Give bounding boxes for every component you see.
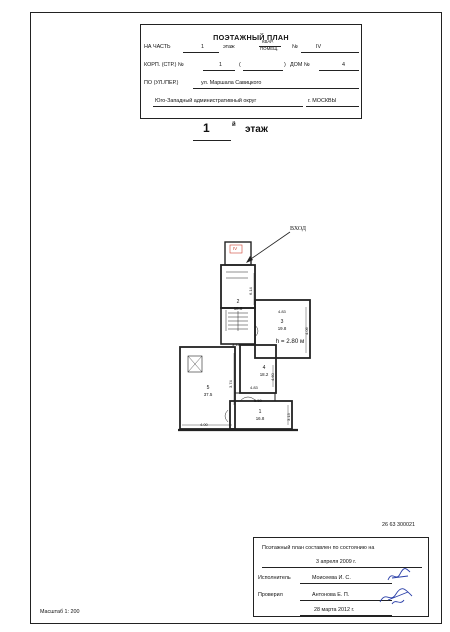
room-4-walls (239, 344, 277, 394)
floor-word: этаж (245, 124, 268, 135)
executor-underline (300, 583, 392, 584)
house-value: 4 (342, 62, 345, 68)
room-3-area: 19.8 (278, 326, 287, 331)
room-4-number: 4 (263, 365, 266, 371)
number-label: № (292, 44, 298, 50)
floor-superscript: й (232, 122, 236, 128)
stamp-date2: 28 марта 2012 г. (314, 607, 355, 613)
city-value: г. МОСКВЫ (308, 98, 337, 104)
street-underline (193, 88, 359, 89)
apt-label-bottom: ПОМЕЩ. (260, 46, 279, 51)
paren-close: ) (284, 62, 286, 68)
dim-5-50: 5.50 (254, 398, 263, 403)
dim-4-83-top: 4.83 (278, 309, 287, 314)
city-underline (306, 106, 359, 107)
dim-6-14: 6.14 (248, 286, 253, 295)
floor-plan-drawing: IV 2 18.8 3 19.8 h = 2.80 м 4 18.2 5 37.… (178, 241, 311, 432)
header-title: ПОЭТАЖНЫЙ ПЛАН (213, 33, 289, 42)
page-frame (30, 12, 442, 624)
floor-label: этаж (223, 44, 235, 50)
house-label: ДОМ № (290, 62, 310, 68)
paren-underline (243, 70, 283, 71)
room-height-label: h = 2.80 м (276, 338, 305, 345)
street-value: ул. Маршала Савицкого (201, 80, 262, 86)
room-5-number: 5 (207, 385, 210, 391)
number-underline (301, 52, 359, 53)
entrance-block (224, 241, 252, 266)
dim-4-83-mid: 4.83 (250, 385, 259, 390)
room-2-number: 2 (237, 299, 240, 305)
district-underline (153, 106, 303, 107)
stamp-date1: 3 апреля 2009 г. (316, 559, 357, 565)
scale-label: Масштаб 1: 200 (40, 609, 80, 615)
room-5-area: 37.5 (204, 392, 213, 397)
checked-signature-icon (379, 588, 413, 605)
plan-block-label: IV (233, 246, 238, 251)
apt-fraction-line (259, 45, 281, 47)
entrance-label: ВХОД (290, 226, 307, 232)
part-underline (183, 52, 219, 53)
number-value: IV (316, 44, 322, 50)
dim-4-06: 4.06 (304, 326, 309, 335)
stamp-date2-underline (300, 615, 392, 616)
room-1-area: 16.8 (256, 416, 265, 421)
house-underline (319, 70, 359, 71)
part-value: 1 (201, 44, 204, 50)
dim-4-00: 4.00 (200, 422, 209, 427)
executor-name: Моисеева И. С. (312, 575, 351, 581)
stamp-date1-underline (262, 567, 422, 568)
checked-underline (300, 600, 392, 601)
dim-3-12: 3.12 (232, 342, 241, 347)
corp-value: 1 (219, 62, 222, 68)
header-box: ПОЭТАЖНЫЙ ПЛАН НА ЧАСТЬ 1 этаж КВАР. ПОМ… (140, 24, 362, 119)
stamp-line1: Поэтажный план составлен по состоянию на (262, 545, 375, 551)
dim-3-13: 3.13 (286, 412, 291, 421)
room-1-walls (229, 400, 293, 430)
dim-4-60: 4.60 (270, 372, 275, 381)
executor-signature-icon (387, 568, 411, 581)
dim-3-74: 3.74 (228, 379, 233, 388)
district-value: Юго-Западный административный округ (155, 98, 257, 104)
floor-number-underline (193, 140, 231, 141)
stamp-box: Поэтажный план составлен по состоянию на… (253, 537, 429, 617)
room-4-area: 18.2 (260, 372, 269, 377)
room-1-number: 1 (259, 409, 262, 415)
paren-open: ( (239, 62, 241, 68)
checked-name: Антонова Е. П. (312, 592, 350, 598)
corp-underline (203, 70, 235, 71)
room-2-area: 18.8 (234, 306, 243, 311)
floor-number: 1 (203, 121, 210, 135)
apt-label-top: КВАР. (262, 39, 274, 44)
document-code: 26 63 300021 (382, 522, 415, 528)
checked-label: Проверил (258, 592, 283, 598)
part-label: НА ЧАСТЬ (144, 44, 171, 50)
corp-label: КОРП. (СТР.) № (144, 62, 184, 68)
room-3-walls (254, 299, 311, 359)
room-3-number: 3 (281, 319, 284, 325)
executor-label: Исполнитель (258, 575, 291, 581)
street-label: ПО (УЛ./ПЕР.) (144, 80, 179, 86)
